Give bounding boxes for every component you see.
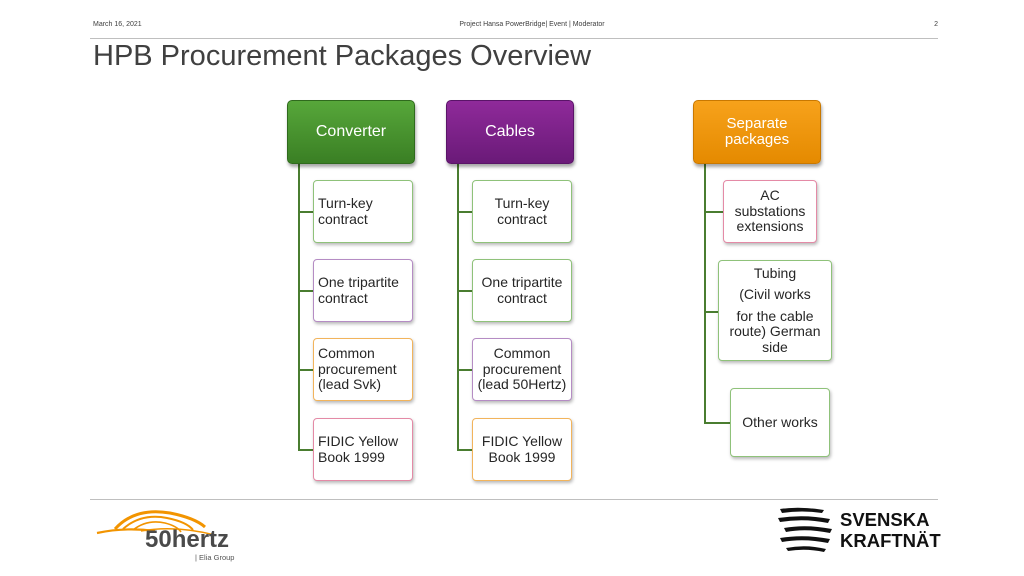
separate-connector-3 — [704, 422, 730, 424]
cables-item-turnkey: Turn-key contract — [472, 180, 572, 243]
tubing-line-2: (Civil works — [739, 286, 811, 303]
converter-connector-2 — [298, 290, 313, 292]
cables-item-common-procurement: Common procurement (lead 50Hertz) — [472, 338, 572, 401]
separate-item-other-works: Other works — [730, 388, 830, 457]
converter-connector-trunk — [298, 162, 300, 450]
cables-item-fidic: FIDIC Yellow Book 1999 — [472, 418, 572, 481]
logo-svenska-kraftnat: SVENSKA KRAFTNÄT — [778, 507, 941, 552]
header-date: March 16, 2021 — [93, 21, 142, 28]
converter-connector-1 — [298, 211, 313, 213]
converter-connector-4 — [298, 449, 313, 451]
separate-connector-1 — [704, 211, 723, 213]
footer-divider — [90, 499, 938, 500]
logo-svenska-text: SVENSKA — [840, 509, 929, 530]
header-divider — [90, 38, 938, 39]
tubing-line-3: for the cable route) German side — [729, 307, 821, 355]
cables-header-box: Cables — [446, 100, 574, 164]
cables-connector-1 — [457, 211, 472, 213]
tubing-line-1: Tubing — [753, 264, 797, 281]
separate-packages-header-box: Separate packages — [693, 100, 821, 164]
converter-item-common-procurement: Common procurement (lead Svk) — [313, 338, 413, 401]
logo-50hertz-wordmark: 50hertz — [145, 526, 229, 553]
converter-item-turnkey: Turn-key contract — [313, 180, 413, 243]
slide-title: HPB Procurement Packages Overview — [93, 40, 592, 72]
cables-connector-3 — [457, 369, 472, 371]
converter-item-fidic: FIDIC Yellow Book 1999 — [313, 418, 413, 481]
page-number: 2 — [934, 21, 938, 28]
cables-connector-4 — [457, 449, 472, 451]
svenska-kraftnat-emblem — [778, 507, 832, 552]
logo-kraftnat-text: KRAFTNÄT — [840, 530, 941, 551]
converter-connector-3 — [298, 369, 313, 371]
converter-header-box: Converter — [287, 100, 415, 164]
separate-item-ac-substations: AC substations extensions — [723, 180, 817, 243]
separate-item-tubing: Tubing (Civil works for the cable route)… — [718, 260, 832, 361]
header-project-info: Project Hansa PowerBridge| Event | Moder… — [459, 21, 605, 28]
logo-50hertz: 50hertz | Elia Group — [96, 510, 234, 562]
cables-item-tripartite: One tripartite contract — [472, 259, 572, 322]
cables-connector-2 — [457, 290, 472, 292]
cables-connector-trunk — [457, 162, 459, 450]
logo-elia-group-text: | Elia Group — [195, 553, 234, 562]
converter-item-tripartite: One tripartite contract — [313, 259, 413, 322]
separate-connector-trunk — [704, 162, 706, 423]
separate-connector-2 — [704, 311, 718, 313]
